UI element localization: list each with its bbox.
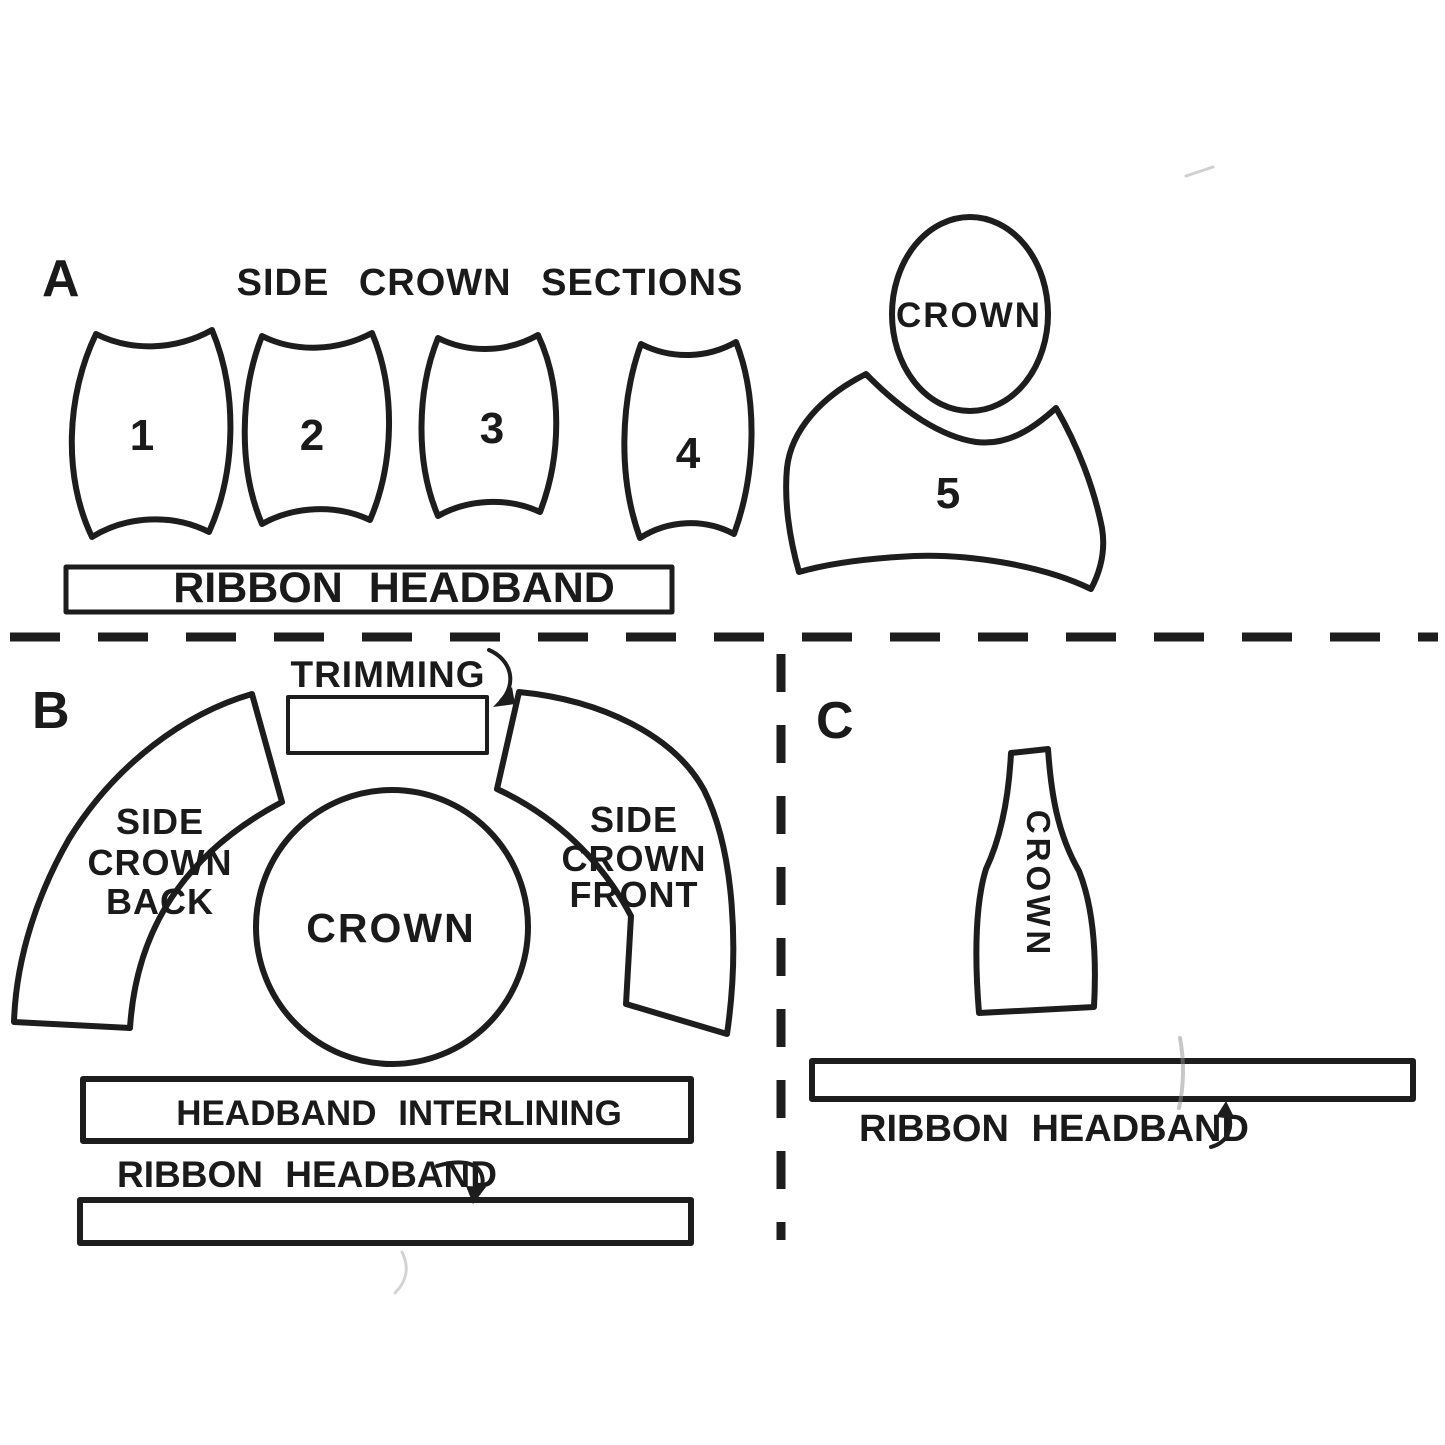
section-a-title: SIDE CROWN SECTIONS [237, 262, 744, 304]
side-crown-front-label-line2: CROWN [562, 838, 707, 879]
ribbon-headband-label-a: RIBBON HEADBAND [173, 564, 615, 612]
ribbon-headband-arrow-b-icon [435, 1160, 486, 1204]
headband-interlining-bar [80, 1076, 694, 1144]
crown-piece-c-shape [973, 746, 1098, 1016]
crown-label-c: CROWN [1020, 810, 1057, 958]
side-crown-back-label-line3: BACK [106, 881, 214, 922]
side-crown-back-shape [11, 691, 285, 1031]
scan-smudge-bottom-left [393, 1250, 408, 1295]
ribbon-headband-label-c: RIBBON HEADBAND [859, 1108, 1249, 1150]
side-crown-back-label-line1: SIDE [116, 801, 204, 842]
section-a-label: A [42, 250, 80, 308]
section-c: C CROWN RIBBON HEADBAND [809, 692, 1416, 1150]
crown-label-a: CROWN [896, 296, 1042, 335]
section-b: B TRIMMING SIDE CROWN BACK SIDE CROWN FR… [11, 648, 737, 1246]
crown-circle-a [889, 214, 1051, 414]
section-b-label: B [32, 682, 70, 740]
ribbon-headband-bar-b [77, 1197, 694, 1246]
side-crown-piece-2-shape [241, 330, 393, 527]
piece-2-number: 2 [300, 411, 324, 460]
trimming-label: TRIMMING [290, 654, 485, 695]
section-c-label: C [816, 692, 854, 750]
headband-interlining-label: HEADBAND INTERLINING [176, 1094, 622, 1133]
side-crown-front-label-line3: FRONT [570, 874, 699, 915]
side-crown-front-shape [494, 689, 737, 1037]
side-crown-piece-1-shape [68, 327, 234, 540]
crown-label-b: CROWN [306, 905, 475, 951]
crown-circle-b [253, 787, 531, 1067]
side-crown-piece-5-shape [783, 371, 1107, 592]
side-crown-back-label-line2: CROWN [88, 842, 233, 883]
piece-3-number: 3 [480, 404, 504, 453]
ribbon-headband-bar-c [809, 1058, 1416, 1102]
side-crown-front-label-line1: SIDE [590, 799, 678, 840]
piece-1-number: 1 [130, 411, 154, 460]
section-a: A SIDE CROWN SECTIONS 1 2 3 4 CROWN 5 RI… [42, 214, 1107, 615]
ribbon-headband-arrow-c-icon [1209, 1101, 1235, 1149]
trimming-bar [286, 695, 489, 755]
side-crown-piece-3-shape [418, 332, 560, 519]
scan-smudge-ribbon-c [1177, 1036, 1185, 1110]
piece-5-number: 5 [936, 469, 960, 518]
trimming-arrow-icon [487, 648, 515, 707]
piece-4-number: 4 [676, 429, 701, 478]
ribbon-headband-label-b: RIBBON HEADBAND [117, 1154, 497, 1195]
scan-smudge-top-right [1184, 165, 1215, 178]
ribbon-headband-bar-a [63, 564, 675, 615]
side-crown-piece-4-shape [621, 339, 755, 541]
